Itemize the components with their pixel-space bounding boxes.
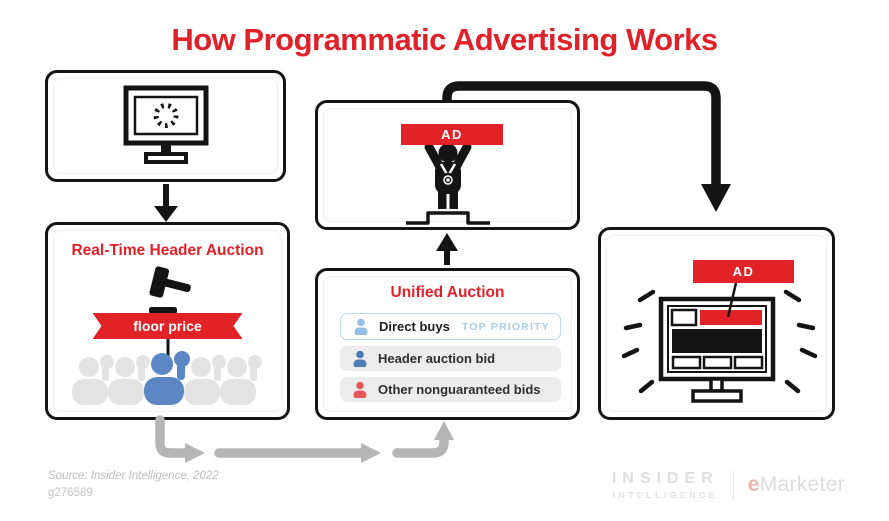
floor-price-ribbon: floor price — [93, 313, 243, 339]
winner-ad-banner: AD — [401, 124, 503, 145]
arrow-auction-down-right — [155, 415, 205, 463]
buyer-person-icon — [353, 318, 369, 335]
emphasis-rays-icon — [621, 289, 818, 394]
bidders-crowd-icon — [71, 351, 262, 405]
auction-winner-icon — [405, 142, 490, 225]
logo-divider — [732, 471, 734, 499]
ad-on-screen-monitor-icon — [658, 296, 776, 403]
winner-ad-label: AD — [441, 127, 463, 142]
unified-auction-title: Unified Auction — [390, 284, 505, 301]
auction-row-header-bid: Header auction bid — [340, 346, 561, 371]
bidder-gray-icon — [219, 355, 262, 405]
auction-row-direct-buys: Direct buys TOP PRIORITY — [340, 313, 561, 340]
arrow-right-up-to-unified — [392, 421, 454, 458]
bidder-gray-icon — [107, 355, 150, 405]
auction-priority-list: Direct buys TOP PRIORITY Header auction … — [340, 313, 561, 408]
bidder-gray-icon — [183, 355, 226, 405]
unified-auction-box: Unified Auction Direct buys TOP PRIORITY — [315, 268, 580, 420]
source-line: Source: Insider Intelligence, 2022 — [48, 470, 219, 482]
ad-callout-line — [726, 283, 738, 317]
auction-row-nonguaranteed: Other nonguaranteed bids — [340, 377, 561, 402]
gavel-icon — [148, 266, 191, 314]
top-priority-badge: TOP PRIORITY — [461, 320, 550, 333]
header-auction-box: Real-Time Header Auction floor price — [45, 222, 290, 420]
insider-logo-top: INSIDER — [611, 470, 719, 487]
branding-block: INSIDER INTELLIGENCE eMarketer — [612, 470, 845, 500]
insider-logo-bottom: INTELLIGENCE — [612, 490, 719, 500]
arrow-bottom-straight — [214, 443, 381, 463]
arrow-unified-to-winner — [436, 233, 458, 265]
bidder-blue-icon — [143, 351, 190, 405]
bidder-gray-icon — [71, 355, 114, 405]
source-note: Source: Insider Intelligence, 2022 g2765… — [48, 468, 219, 501]
buyer-person-icon — [352, 350, 368, 367]
insider-intelligence-logo: INSIDER INTELLIGENCE — [612, 470, 719, 500]
display-ad-label: AD — [732, 264, 755, 279]
header-auction-title: Real-Time Header Auction — [71, 242, 264, 259]
auction-row-label: Direct buys — [379, 319, 450, 334]
page-load-box — [45, 70, 286, 182]
display-ad-banner: AD — [693, 260, 794, 283]
loading-monitor-icon — [123, 85, 208, 164]
emarketer-logo-e: e — [747, 473, 760, 496]
buyer-person-icon — [352, 381, 368, 398]
floor-price-label: floor price — [133, 318, 202, 334]
chart-id: g276589 — [48, 486, 93, 499]
ribbon-stick — [166, 339, 169, 369]
page-title: How Programmatic Advertising Works — [171, 22, 718, 57]
auction-row-label: Header auction bid — [378, 351, 496, 366]
emarketer-logo: eMarketer — [748, 473, 845, 497]
arrow-pageload-to-auction — [154, 184, 178, 222]
emarketer-logo-rest: Marketer — [759, 473, 845, 496]
winner-box: AD — [315, 100, 580, 230]
auction-row-label: Other nonguaranteed bids — [378, 382, 541, 397]
ad-display-box: AD — [598, 227, 835, 420]
